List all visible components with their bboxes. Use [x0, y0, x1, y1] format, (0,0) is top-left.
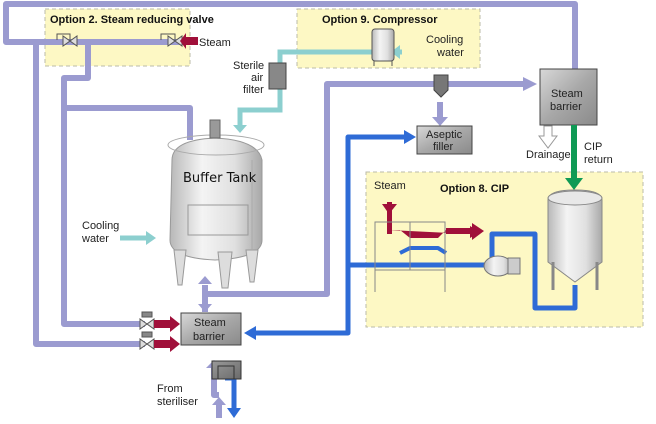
- pump-icon: [483, 255, 521, 277]
- from-steriliser-label-2: steriliser: [157, 396, 198, 408]
- filler-product-arrow-icon: [404, 130, 416, 144]
- option-steam-reducing-valve-area: Option 2. Steam reducing valve: [44, 8, 214, 67]
- drainage-arrow-icon: [538, 125, 558, 149]
- steam-red-arrows: [154, 33, 484, 352]
- tank-cooling-label-1: Cooling: [82, 220, 119, 232]
- steam-inlet-label: Steam: [199, 37, 231, 49]
- sterile-air-line: [237, 49, 372, 128]
- cip-return-line: [565, 125, 583, 190]
- steam-barrier-top-label-2: barrier: [550, 101, 582, 113]
- compressor-icon: [371, 28, 395, 66]
- steam-inner-left-line: [61, 42, 145, 327]
- aseptic-filler: Aseptic filler: [416, 125, 473, 155]
- steam-barrier-arrow-2-icon: [170, 336, 180, 352]
- cip-tank-loop-line: [489, 231, 578, 311]
- sterile-air-filter-icon: [268, 62, 287, 90]
- steam-tank-top-line: [64, 105, 193, 140]
- from-steriliser-label-1: From: [157, 383, 183, 395]
- aseptic-filler-label-2: filler: [433, 141, 454, 153]
- drainage-label: Drainage: [526, 149, 571, 161]
- steam-barrier-top-label-1: Steam: [551, 88, 583, 100]
- product-to-filler-line: [255, 134, 405, 336]
- sterile-air-arrow-icon: [233, 125, 247, 133]
- filler-nozzle-icon: [433, 74, 449, 98]
- reducing-valve-2-icon: [160, 33, 183, 47]
- sterile-air-filter-label-3: filter: [243, 84, 264, 96]
- compressor-cooling-label-1: Cooling: [426, 34, 463, 46]
- cip-steam-arrow-icon: [382, 204, 397, 214]
- compressor-cooling-label-2: water: [436, 47, 464, 59]
- option-cip-title: Option 8. CIP: [440, 183, 509, 195]
- reducing-valve-1-icon: [56, 33, 78, 47]
- steam-barrier-top: Steam barrier: [539, 68, 598, 126]
- arrow-down-filler: [432, 117, 448, 126]
- steam-barrier-bottom-label-1: Steam: [194, 317, 226, 329]
- barrier-product-arrow-icon: [244, 326, 256, 340]
- option-steam-reducing-valve-title: Option 2. Steam reducing valve: [50, 14, 214, 26]
- steriliser-connector-icon: [211, 360, 242, 380]
- steam-inlet-arrow-icon: [180, 33, 186, 49]
- steam-barrier-bottom: Steam barrier: [180, 312, 242, 346]
- sterile-air-filter-label-2: air: [251, 72, 264, 84]
- arrow-right-steam-barrier: [523, 77, 537, 91]
- tank-cooling-label-2: water: [81, 233, 109, 245]
- sterile-air-filter-label-1: Sterile: [233, 60, 264, 72]
- cip-return-label-2: return: [584, 154, 613, 166]
- compressor-cooling-arrow-icon: [391, 45, 400, 59]
- steam-return-line: [205, 81, 525, 297]
- valves: [56, 33, 183, 350]
- arrow-up-tank: [198, 276, 212, 284]
- arrow-down-barrier: [198, 304, 212, 312]
- cip-return-label-1: CIP: [584, 141, 602, 153]
- buffer-tank: [167, 119, 265, 289]
- barrier-valve-2-icon: [139, 331, 155, 350]
- tank-cooling-arrow-icon: [146, 231, 156, 245]
- steam-outer-left-line: [33, 42, 145, 347]
- to-steriliser-line: [225, 375, 237, 410]
- cip-steam-label: Steam: [374, 180, 406, 192]
- steam-barrier-arrow-1-icon: [170, 316, 180, 332]
- steam-barrier-bottom-label-2: barrier: [193, 331, 225, 343]
- barrier-valve-1-icon: [139, 311, 155, 330]
- cip-tank-icon: [547, 189, 603, 290]
- plate-heat-exchanger-icon: [374, 221, 446, 292]
- cip-return-arrow-icon: [565, 178, 583, 190]
- to-steriliser-arrow-icon: [227, 408, 241, 418]
- option-compressor-title: Option 9. Compressor: [322, 14, 438, 26]
- arrow-up-steriliser: [212, 397, 226, 405]
- aseptic-filler-label-1: Aseptic: [426, 129, 463, 141]
- buffer-tank-label: Buffer Tank: [183, 171, 257, 186]
